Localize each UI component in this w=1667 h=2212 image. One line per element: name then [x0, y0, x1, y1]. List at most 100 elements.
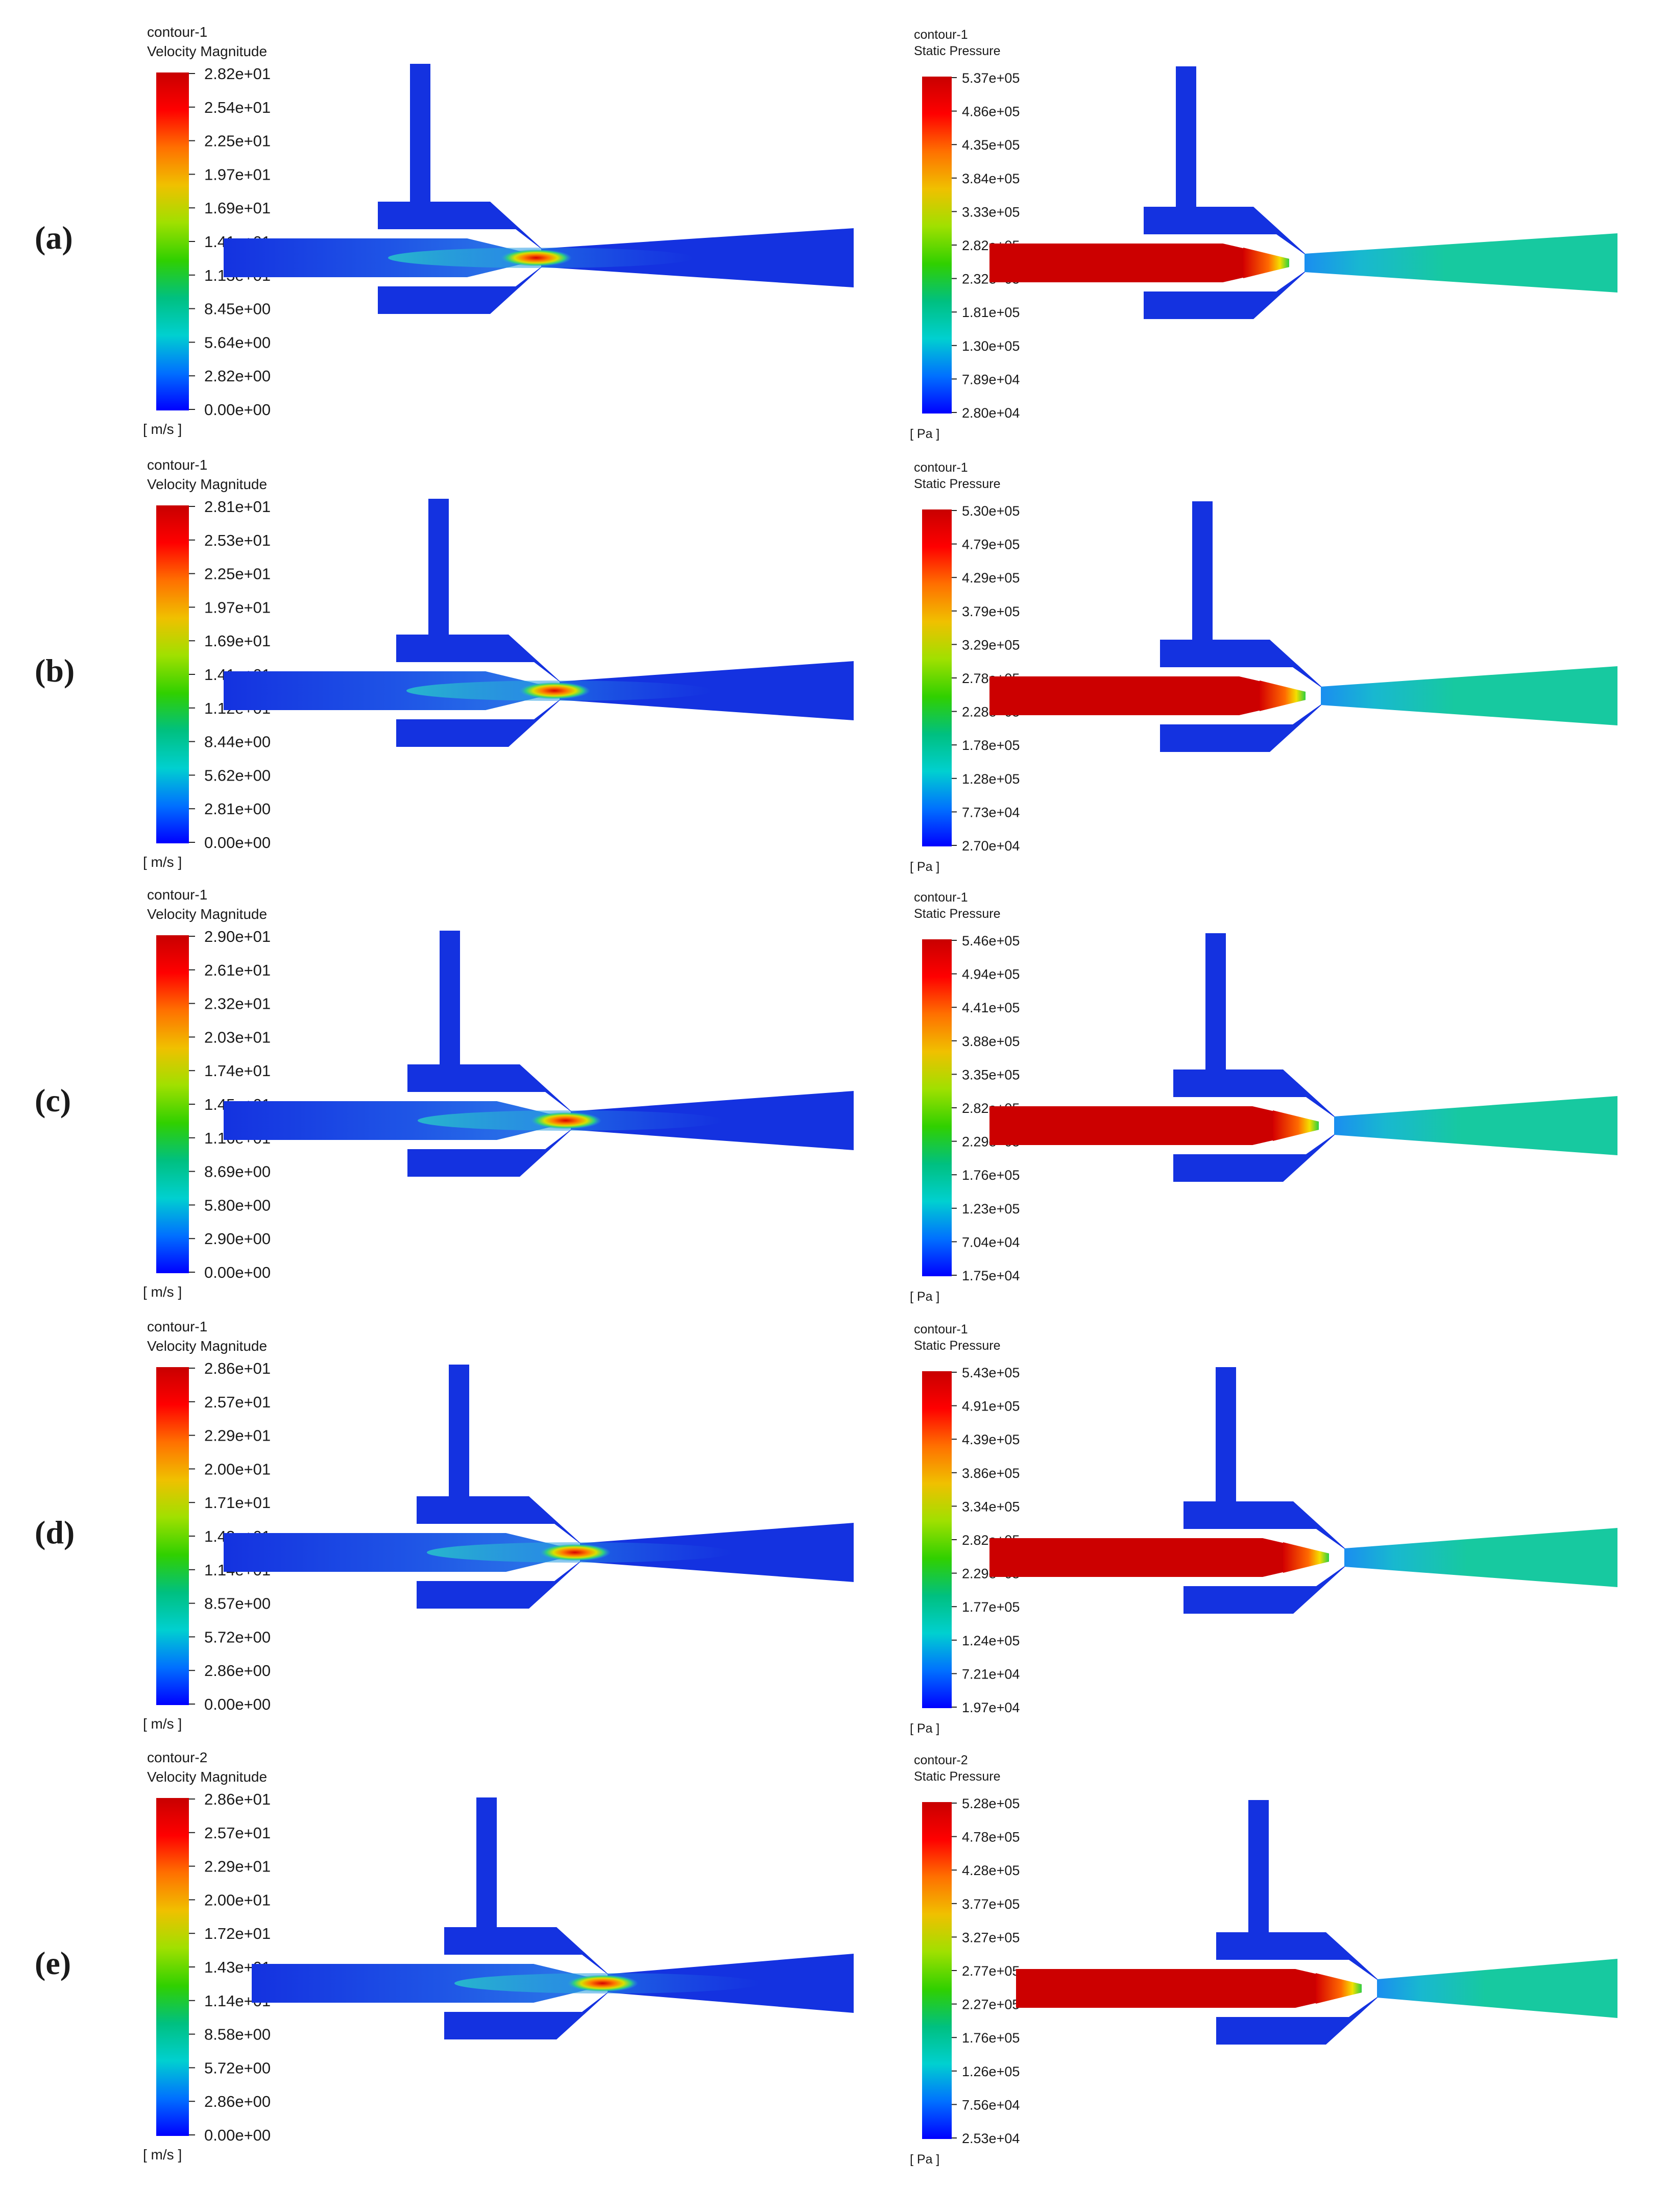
nozzle-tip-gradient — [1316, 1973, 1362, 2004]
colorbar-tick-label: 1.28e+05 — [962, 771, 1020, 787]
colorbar-tick-label: 5.28e+05 — [962, 1796, 1020, 1811]
colorbar-tick-label: 3.88e+05 — [962, 1034, 1020, 1049]
nozzle-tip-gradient — [1260, 680, 1306, 711]
colorbar-tick-label: 8.44e+00 — [204, 733, 271, 751]
colorbar-tick-label: 0.00e+00 — [204, 834, 271, 852]
suction-plenum-upper — [1160, 501, 1326, 691]
nozzle-wall-upper — [444, 1959, 603, 1980]
nozzle-wall-lower — [1160, 699, 1311, 720]
colorbar-tick-label: 3.77e+05 — [962, 1897, 1020, 1912]
suction-plenum-upper — [1144, 66, 1310, 258]
nozzle-wall-upper — [1216, 1964, 1367, 1985]
legend-variable-name: Velocity Magnitude — [147, 906, 267, 922]
nozzle-wall-upper — [396, 666, 555, 688]
colorbar-tick-label: 8.57e+00 — [204, 1595, 271, 1613]
colorbar-tick-label: 2.86e+01 — [204, 1359, 271, 1377]
primary-nozzle — [224, 1533, 570, 1572]
colorbar-tick-label: 4.29e+05 — [962, 570, 1020, 586]
colorbar-tick-label: 4.79e+05 — [962, 537, 1020, 552]
colorbar — [922, 509, 952, 846]
legend-unit: [ Pa ] — [910, 2152, 939, 2167]
colorbar-tick-label: 3.34e+05 — [962, 1499, 1020, 1514]
colorbar-tick-label: 2.86e+00 — [204, 2093, 271, 2110]
colorbar-tick-label: 1.77e+05 — [962, 1599, 1020, 1615]
legend-contour-name: contour-1 — [914, 460, 968, 475]
colorbar-tick-label: 3.86e+05 — [962, 1466, 1020, 1481]
primary-nozzle — [1016, 1969, 1362, 2008]
legend-variable-name: Velocity Magnitude — [147, 1769, 267, 1785]
legend-contour-name: contour-1 — [914, 890, 968, 905]
colorbar-tick-label: 5.64e+00 — [204, 333, 271, 351]
legend-variable-name: Static Pressure — [914, 477, 1001, 491]
colorbar-tick-label: 1.75e+04 — [962, 1268, 1020, 1283]
colorbar-tick-label: 5.72e+00 — [204, 2059, 271, 2077]
colorbar-tick-label: 7.21e+04 — [962, 1666, 1020, 1682]
colorbar-tick-label: 4.35e+05 — [962, 137, 1020, 153]
suction-plenum-lower — [444, 1988, 613, 2039]
nozzle-wall-upper — [1173, 1101, 1324, 1123]
colorbar-tick-label: 2.82e+01 — [204, 65, 271, 83]
legend-contour-name: contour-1 — [914, 1322, 968, 1336]
colorbar-tick-label: 5.37e+05 — [962, 70, 1020, 86]
nozzle-wall-upper — [1144, 238, 1295, 260]
suction-plenum-upper — [417, 1365, 585, 1547]
colorbar-tick-label: 2.53e+01 — [204, 531, 271, 549]
colorbar-tick-label: 1.74e+01 — [204, 1062, 271, 1080]
colorbar-tick-label: 1.97e+01 — [204, 598, 271, 616]
colorbar — [156, 72, 189, 410]
nozzle-tip-gradient — [1283, 1542, 1329, 1573]
diffuser-section — [1344, 1528, 1617, 1587]
colorbar-tick-label: 2.25e+01 — [204, 565, 271, 583]
colorbar-tick-label: 5.46e+05 — [962, 933, 1020, 949]
diffuser-section — [1304, 233, 1617, 293]
colorbar-tick-label: 0.00e+00 — [204, 401, 271, 419]
diffuser-section — [1334, 1096, 1617, 1155]
nozzle-wall-upper — [407, 1096, 566, 1117]
legend-variable-name: Velocity Magnitude — [147, 43, 267, 59]
colorbar-tick-label: 1.30e+05 — [962, 338, 1020, 354]
colorbar — [156, 935, 189, 1273]
panel-label: (a) — [35, 220, 73, 256]
legend-contour-name: contour-2 — [914, 1753, 968, 1767]
suction-plenum-upper — [407, 931, 576, 1115]
suction-plenum-lower — [396, 696, 565, 747]
jet-core — [500, 249, 572, 266]
legend-variable-name: Static Pressure — [914, 1339, 1001, 1353]
jet-core — [519, 682, 590, 699]
nozzle-wall-upper — [1160, 671, 1311, 693]
nozzle-wall-lower — [1144, 266, 1295, 287]
jet-core — [530, 1112, 601, 1129]
colorbar-tick-label: 1.26e+05 — [962, 2064, 1020, 2079]
suction-plenum-lower — [417, 1558, 585, 1609]
primary-nozzle — [224, 671, 549, 710]
colorbar-tick-label: 1.97e+01 — [204, 165, 271, 183]
colorbar-tick-label: 1.72e+01 — [204, 1925, 271, 1942]
colorbar-tick-label: 7.04e+04 — [962, 1234, 1020, 1250]
legend-unit: [ m/s ] — [143, 421, 182, 437]
diffuser-section — [541, 228, 854, 287]
colorbar-tick-label: 3.35e+05 — [962, 1067, 1020, 1082]
legend-contour-name: contour-1 — [147, 24, 207, 40]
panel-label: (c) — [35, 1082, 71, 1119]
colorbar-tick-label: 1.24e+05 — [962, 1633, 1020, 1648]
legend-unit: [ m/s ] — [143, 854, 182, 870]
nozzle-wall-lower — [407, 1124, 566, 1145]
legend-unit: [ Pa ] — [910, 1721, 939, 1736]
colorbar-tick-label: 1.78e+05 — [962, 738, 1020, 753]
colorbar-tick-label: 0.00e+00 — [204, 1695, 271, 1713]
colorbar-tick-label: 5.30e+05 — [962, 503, 1020, 519]
jet-core — [567, 1975, 638, 1992]
primary-nozzle — [989, 1538, 1329, 1577]
nozzle-wall-lower — [417, 1555, 575, 1577]
